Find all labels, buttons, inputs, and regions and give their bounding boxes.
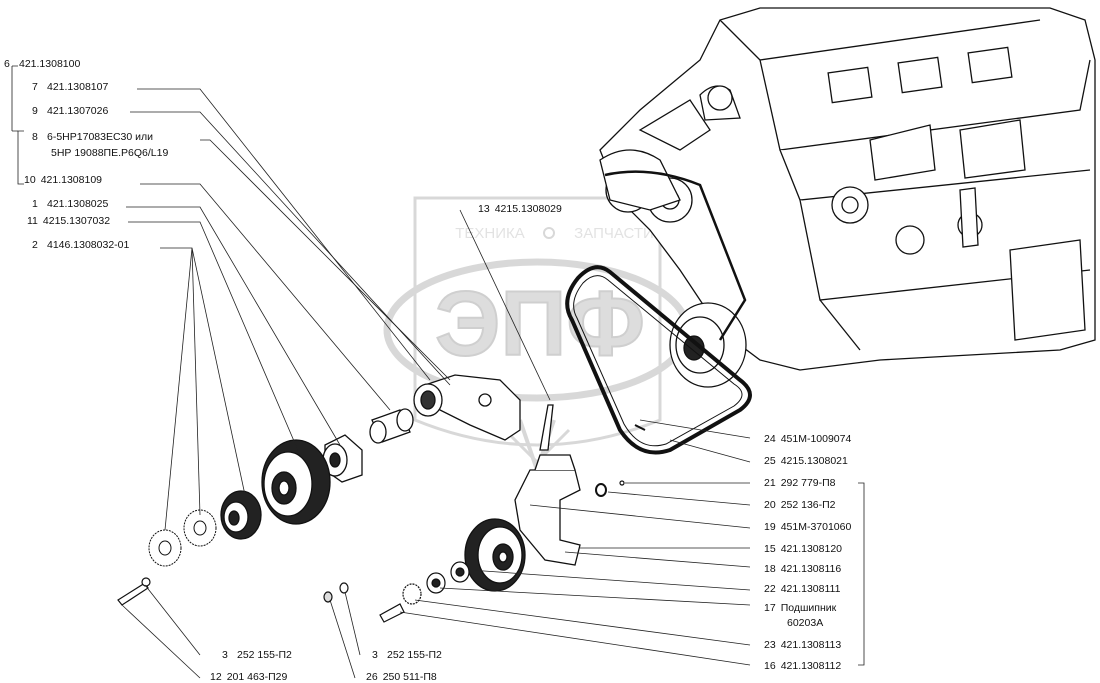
bracket-15 [514, 404, 581, 566]
gear-icon [543, 227, 555, 239]
pulley-11 [261, 439, 331, 525]
engine-block [599, 7, 1096, 371]
drive-belt [565, 265, 752, 455]
shaft-10 [369, 408, 414, 444]
belt-on-engine [604, 170, 747, 341]
watermark-top-left-text: ТЕХНИКА [455, 225, 525, 242]
bolt-12 [117, 577, 151, 606]
tensioner-pulley-19 [464, 518, 526, 592]
pulley-2 [220, 490, 262, 540]
washers [148, 509, 217, 567]
bracket-9 [413, 374, 521, 441]
watermark-main-text: ЭПФ [435, 273, 645, 375]
leader-lines [11, 65, 865, 679]
callout-8-alt: 5НР 19088ПЕ.Р6Q6/L19 [51, 147, 169, 159]
watermark-top-right-text: ЗАПЧАСТИ [574, 225, 654, 242]
callout-17-alt: 60203А [787, 617, 824, 629]
